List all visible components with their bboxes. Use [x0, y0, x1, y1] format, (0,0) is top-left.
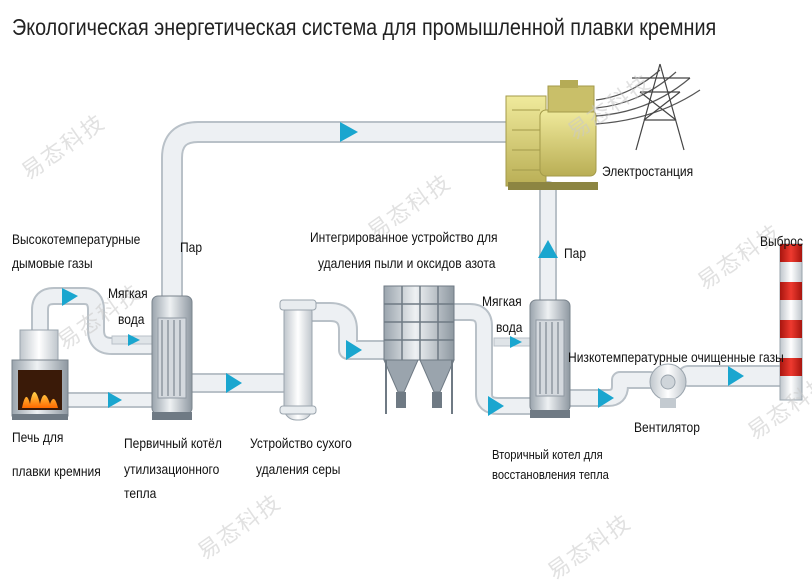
arrow-to-dust	[346, 340, 362, 360]
arrow-flue-bottom	[108, 392, 122, 408]
exhaust-chimney	[779, 243, 803, 401]
label-primary-boiler-line2: утилизационного	[124, 461, 220, 477]
page-title: Экологическая энергетическая система для…	[12, 14, 717, 40]
label-secondary-boiler-line1: Вторичный котел для	[492, 447, 603, 462]
dry-desulfurization-unit	[279, 299, 317, 421]
label-integrated-line2: удаления пыли и оксидов азота	[318, 255, 496, 271]
label-fan: Вентилятор	[634, 419, 700, 435]
label-soft-water-left-line1: Мягкая	[108, 285, 148, 301]
fan-unit	[649, 363, 687, 408]
arrow-to-boiler2	[488, 396, 504, 416]
label-soft-water-right-line2: вода	[496, 319, 523, 335]
label-steam-left: Пар	[180, 239, 203, 255]
power-station	[505, 63, 701, 190]
arrow-steam-right	[538, 240, 558, 258]
flow-arrows	[62, 122, 744, 416]
integrated-dust-nox-unit	[383, 285, 455, 414]
label-integrated-line1: Интегрированное устройство для	[310, 229, 498, 245]
label-low-temp-gas: Низкотемпературные очищенные газы	[568, 349, 784, 365]
steam-pipe-top	[161, 121, 531, 309]
label-exhaust: Выброс	[760, 233, 803, 249]
arrow-to-chimney	[728, 366, 744, 386]
label-desulfur-line2: удаления серы	[256, 461, 341, 477]
arrow-soft-water-right	[510, 336, 522, 348]
label-steam-right: Пар	[564, 245, 587, 261]
diagram-canvas: 易态科技 易态科技 易态科技 易态科技 易态科技 易态科技 易态科技 易态科技 …	[11, 14, 812, 585]
label-desulfur-line1: Устройство сухого	[250, 435, 352, 451]
label-high-temp-gas-line1: Высокотемпературные	[12, 231, 141, 247]
arrow-steam-top	[340, 122, 358, 142]
arrow-flue-top	[62, 288, 78, 306]
primary-waste-heat-boiler	[151, 295, 193, 420]
arrow-to-desulfur	[226, 373, 242, 393]
arrow-to-fan	[598, 388, 614, 408]
silicon-furnace	[11, 329, 69, 420]
secondary-heat-recovery-boiler	[529, 299, 571, 418]
label-high-temp-gas-line2: дымовые газы	[12, 255, 93, 271]
label-secondary-boiler-line2: восстановления тепла	[492, 467, 609, 482]
label-primary-boiler-line3: тепла	[124, 485, 157, 501]
label-primary-boiler-line1: Первичный котёл	[124, 435, 222, 451]
label-soft-water-right-line1: Мягкая	[482, 293, 522, 309]
label-power-station: Электростанция	[602, 163, 694, 179]
label-furnace-line2: плавки кремния	[12, 463, 101, 479]
label-soft-water-left-line2: вода	[118, 311, 145, 327]
arrow-soft-water-left	[128, 334, 140, 346]
label-furnace-line1: Печь для	[12, 429, 64, 445]
diagram-graphics	[11, 63, 803, 421]
